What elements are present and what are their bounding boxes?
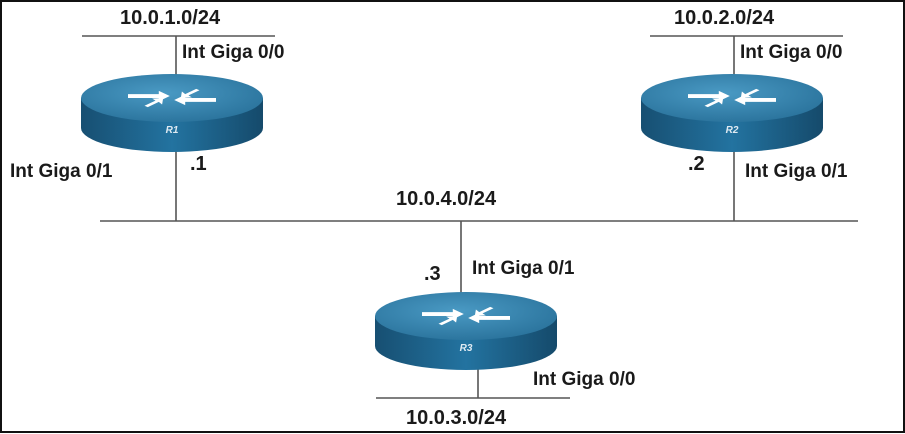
r2-lan-network-label: 10.0.2.0/24	[674, 7, 775, 29]
router-r2: R2	[641, 74, 823, 152]
router-r1-name: R1	[166, 125, 179, 136]
router-r3-name: R3	[460, 343, 473, 354]
router-top	[375, 292, 557, 340]
r2-lan-interface-label: Int Giga 0/0	[740, 42, 842, 63]
r3-wan-interface-label: Int Giga 0/1	[472, 258, 575, 279]
router-top	[81, 74, 263, 122]
r1-host-id-label: .1	[190, 153, 207, 175]
router-r3: R3	[375, 292, 557, 370]
router-r1: R1	[81, 74, 263, 152]
r1-wan-interface-label: Int Giga 0/1	[10, 161, 113, 182]
r1-lan-interface-label: Int Giga 0/0	[182, 42, 284, 63]
backbone-network-label: 10.0.4.0/24	[396, 188, 497, 210]
router-top	[641, 74, 823, 122]
r3-lan-interface-label: Int Giga 0/0	[533, 369, 635, 390]
r3-host-id-label: .3	[424, 263, 441, 285]
r2-wan-interface-label: Int Giga 0/1	[745, 161, 848, 182]
r1-lan-network-label: 10.0.1.0/24	[120, 7, 221, 29]
r2-host-id-label: .2	[688, 153, 705, 175]
router-r2-name: R2	[726, 125, 739, 136]
r3-lan-network-label: 10.0.3.0/24	[406, 407, 507, 429]
